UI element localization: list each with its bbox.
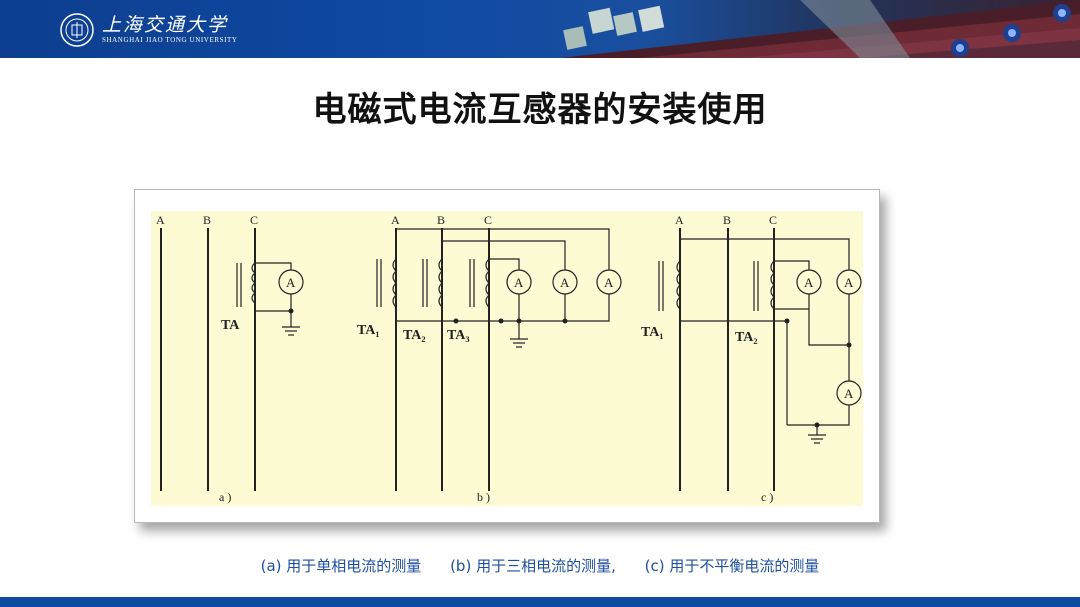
coil-a (251, 262, 256, 304)
footer-bar (0, 597, 1080, 607)
phase-label-b-C: C (484, 213, 492, 227)
phase-label-a-B: B (203, 213, 211, 227)
phase-label-b-A: A (391, 213, 400, 227)
ammeter-c1-label: A (804, 275, 814, 290)
figure-caption: (a) 用于单相电流的测量 (b) 用于三相电流的测量, (c) 用于不平衡电流… (0, 555, 1080, 576)
coil-b2 (438, 258, 443, 308)
sublabel-a: a ) (219, 490, 231, 504)
phase-label-a-C: C (250, 213, 258, 227)
coil-b3 (485, 258, 490, 308)
logo-english-name: SHANGHAI JIAO TONG UNIVERSITY (102, 36, 238, 44)
ct-label-b2: TA₂ (403, 328, 426, 343)
circuit-figure: A B C A TA a ) A B C (134, 189, 880, 523)
ct-label-c1: TA₁ (641, 325, 664, 340)
ct-wiring-diagram: A B C A TA a ) A B C (151, 211, 863, 506)
university-seal-icon (60, 13, 94, 47)
phase-label-b-B: B (437, 213, 445, 227)
ct-label-b1: TA₁ (357, 323, 380, 338)
ammeter-b3-label: A (604, 275, 614, 290)
logo-chinese-name: 上海交通大学 (102, 14, 229, 36)
ammeter-a-label: A (286, 275, 296, 290)
coil-c1 (676, 260, 681, 310)
phase-label-a-A: A (156, 213, 165, 227)
caption-b: (b) 用于三相电流的测量, (450, 557, 616, 575)
coil-b1 (392, 258, 397, 308)
ammeter-b2-label: A (560, 275, 570, 290)
university-logo[interactable]: 上海交通大学 SHANGHAI JIAO TONG UNIVERSITY (60, 12, 238, 48)
ct-label-a: TA (221, 318, 240, 333)
phase-label-c-B: B (723, 213, 731, 227)
ct-label-b3: TA₃ (447, 328, 470, 343)
diagram-b: A B C A A A (357, 213, 622, 504)
diagram-a: A B C A TA a ) (156, 213, 304, 504)
coil-c2 (770, 260, 775, 310)
sublabel-c: c ) (761, 490, 773, 504)
ammeter-c2-label: A (844, 275, 854, 290)
phase-label-c-C: C (769, 213, 777, 227)
ammeter-b1-label: A (514, 275, 524, 290)
roof-decoration-image (560, 0, 1080, 58)
ammeter-c3-label: A (844, 386, 854, 401)
diagram-c: A B C A A A (641, 213, 862, 504)
caption-c: (c) 用于不平衡电流的测量 (644, 557, 820, 575)
sublabel-b: b ) (477, 490, 490, 504)
ct-label-c2: TA₂ (735, 330, 758, 345)
phase-label-c-A: A (675, 213, 684, 227)
caption-a: (a) 用于单相电流的测量 (260, 557, 422, 575)
header-bar: 上海交通大学 SHANGHAI JIAO TONG UNIVERSITY (0, 0, 1080, 58)
slide-title: 电磁式电流互感器的安装使用 (312, 90, 768, 130)
